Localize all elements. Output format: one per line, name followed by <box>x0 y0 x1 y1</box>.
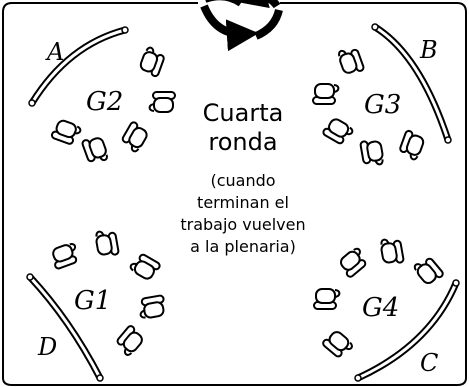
panel-d <box>26 273 104 382</box>
seated-person-icon <box>112 323 147 359</box>
seated-person-icon <box>49 117 83 147</box>
seated-person-icon <box>312 83 340 105</box>
seated-person-icon <box>411 253 446 288</box>
seated-person-icon <box>336 245 371 280</box>
seated-person-icon <box>335 44 366 78</box>
seated-person-icon <box>397 128 427 162</box>
panel-label-c: C <box>420 349 438 377</box>
seated-person-icon <box>321 115 356 148</box>
seated-person-icon <box>93 227 120 259</box>
seated-person-icon <box>80 133 111 167</box>
round-title-line-1: Cuarta <box>203 99 284 127</box>
seated-person-icon <box>118 120 151 155</box>
seated-person-icon <box>359 137 386 169</box>
seated-person-icon <box>48 240 82 271</box>
panel-a <box>28 26 129 107</box>
panel-label-d: D <box>37 333 57 361</box>
round-note-line-3: trabajo vuelven <box>180 215 305 234</box>
seated-person-icon <box>136 294 168 321</box>
rotation-arrows-icon <box>200 0 283 52</box>
round-title-line-2: ronda <box>208 128 277 156</box>
group-label-g3: G3 <box>364 90 401 120</box>
seated-person-icon <box>378 235 405 267</box>
round-note-line-4: a la plenaria) <box>190 237 296 256</box>
round-note-line-1: (cuando <box>210 171 275 190</box>
seated-person-icon <box>148 91 176 113</box>
seated-person-icon <box>137 45 167 79</box>
group-label-g4: G4 <box>362 293 399 323</box>
panel-c <box>354 279 460 382</box>
panel-b <box>371 23 452 144</box>
group-label-g2: G2 <box>86 87 123 117</box>
group-label-g1: G1 <box>74 286 111 316</box>
seated-person-icon <box>313 288 341 310</box>
panel-label-b: B <box>419 36 438 64</box>
panel-label-a: A <box>45 38 64 66</box>
round-note-line-2: terminan el <box>197 193 289 212</box>
seated-person-icon <box>320 327 356 362</box>
seated-person-icon <box>127 250 162 283</box>
